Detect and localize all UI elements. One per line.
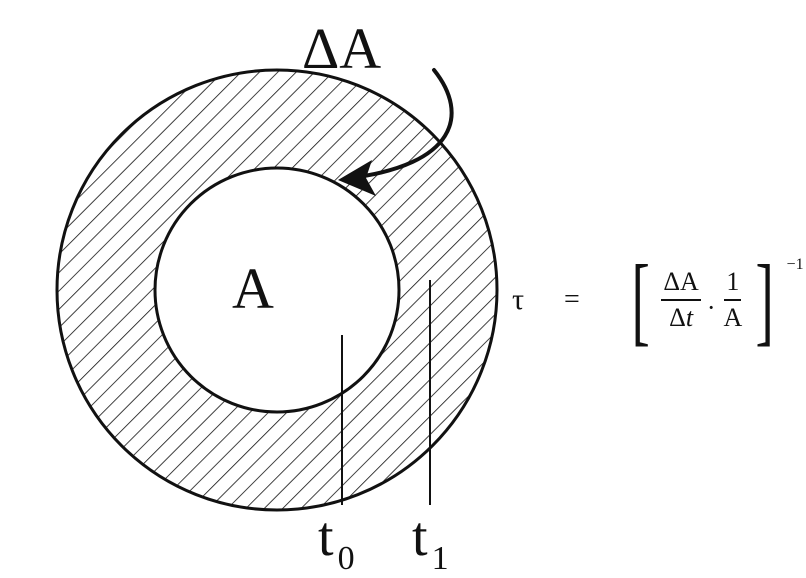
- t1-label: t 1: [412, 506, 449, 577]
- delta-a-arrow-head: [338, 160, 376, 196]
- delta-a-label: ΔA: [302, 16, 381, 81]
- tau-symbol: τ: [512, 283, 525, 316]
- multiply-dot: ·: [706, 293, 716, 322]
- inner-circle: [153, 166, 401, 414]
- tau-formula: τ = [ ΔA Δt · 1 A ] −1: [512, 244, 804, 355]
- fraction-delta-a-over-delta-t: ΔA Δt: [657, 267, 705, 333]
- fraction-numerator: 1: [724, 267, 742, 301]
- left-bracket: [: [631, 244, 650, 355]
- outer-circle: [55, 68, 499, 512]
- fraction-one-over-a: 1 A: [717, 267, 748, 333]
- fraction-denominator: Δt: [669, 303, 694, 332]
- right-bracket: ]: [755, 244, 775, 355]
- delta-a-arrow-curve: [348, 68, 454, 180]
- exponent: −1: [786, 256, 804, 273]
- bracket-group: [ ΔA Δt · 1 A ] −1: [620, 244, 803, 355]
- t0-label: t 0: [318, 506, 355, 577]
- fraction-numerator: ΔA: [661, 267, 701, 301]
- inner-area-label: A: [232, 256, 274, 321]
- equals-sign: =: [564, 284, 580, 315]
- fraction-denominator: A: [723, 303, 743, 332]
